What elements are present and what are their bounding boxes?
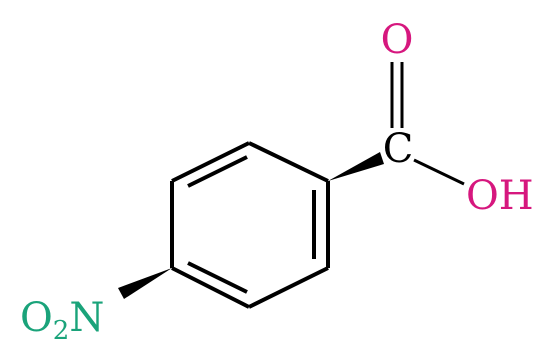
benzene-ring xyxy=(170,141,330,309)
ring-bond-bottom-right xyxy=(248,266,329,309)
ring-bond-top-left xyxy=(171,141,250,183)
inner-bond-bottom xyxy=(187,261,248,294)
carbonyl-carbon-label: C xyxy=(383,126,414,172)
carbonyl-double-bond xyxy=(390,62,404,128)
carbonyl-oxygen-label: O xyxy=(381,17,414,63)
inner-bond-top-left xyxy=(187,155,248,188)
aromatic-inner-bonds xyxy=(187,155,316,294)
c-oh-bond xyxy=(413,158,465,186)
wedge-bond-carboxyl xyxy=(328,152,384,181)
wedge-bond-nitro xyxy=(118,268,172,299)
hydroxyl-label: OH xyxy=(466,173,534,219)
ring-bond-top-right xyxy=(248,141,329,183)
ring-bond-bottom-left xyxy=(171,266,250,309)
nitro-group-label: O2N xyxy=(20,295,104,346)
nitro-nitrogen: N xyxy=(69,295,104,341)
nitro-subscript: 2 xyxy=(53,316,70,346)
nitro-oxygen: O xyxy=(20,295,53,341)
